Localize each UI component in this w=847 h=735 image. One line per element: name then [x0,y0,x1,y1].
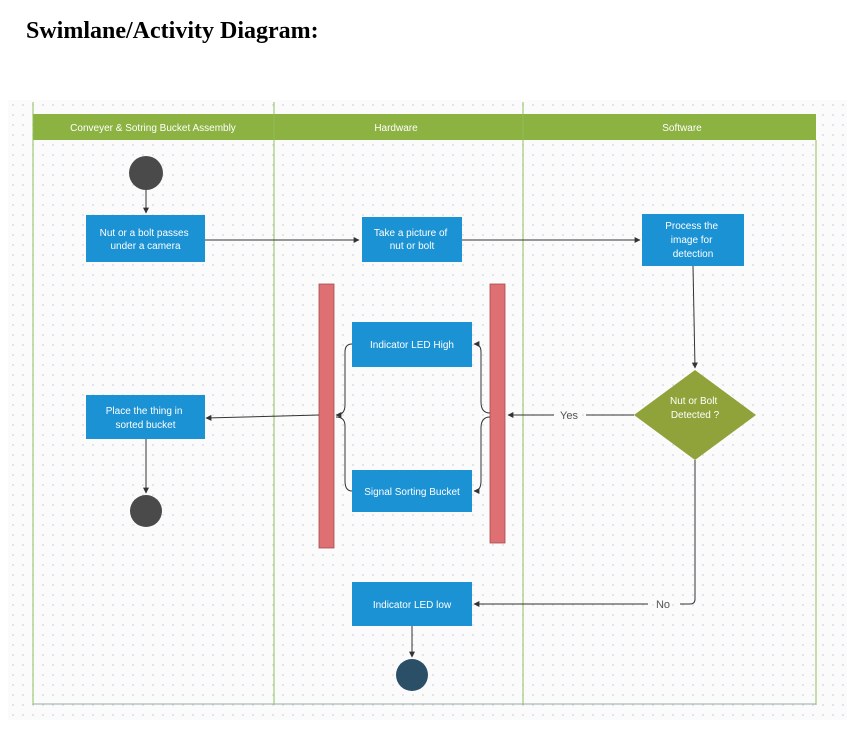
lane-label-assembly: Conveyer & Sotring Bucket Assembly [70,123,236,134]
edge-process-to-decision [691,265,698,369]
edge-signal-to-join [335,416,353,492]
join-bar-left [318,283,335,549]
lane-label-software: Software [662,123,702,134]
svg-text:Nut or Bolt Detected ?: Nut or Bolt Detected ? [670,396,720,421]
edge-join-to-place [205,414,320,421]
nut-passes-line-1: Nut or a bolt passes [100,228,189,239]
edge-label-no: No [656,599,670,611]
take-picture-line-2: nut or bolt [390,241,435,252]
place-thing-line-1: Place the thing in [106,406,183,417]
action-led-high [352,322,472,367]
start-node [129,156,163,190]
svg-text:Process the image for: Process the image for detection [665,221,721,260]
decision-line-2: Detected ? [671,410,720,421]
decision-line-1: Nut or Bolt [670,396,717,407]
diagram-canvas: Conveyer & Sotring Bucket Assembly Hardw… [8,100,847,720]
end-node-left [130,495,162,527]
action-process-image [642,214,744,266]
svg-text:Nut or a bolt passes under: Nut or a bolt passes under a camera [100,228,192,252]
svg-text:Take a picture of nut or b: Take a picture of nut or bolt [374,228,450,252]
led-low-label: Indicator LED low [373,600,452,611]
process-line-2: image for [671,235,713,246]
edge-fork-to-led-high [473,341,491,414]
process-line-3: detection [673,249,714,260]
action-nut-passes [86,215,205,262]
decision-nut-or-bolt [634,370,756,460]
nut-passes-line-2: under a camera [110,241,180,252]
take-picture-line-1: Take a picture of [374,228,448,239]
lane-header-software [523,114,816,140]
edge-led-high-to-join [335,343,353,418]
svg-text:Place the thing in sorted: Place the thing in sorted bucket [106,406,186,431]
process-line-1: Process the [665,221,718,232]
page-title: Swimlane/Activity Diagram: [26,18,319,44]
edge-label-yes: Yes [560,410,578,422]
action-place-thing [86,395,205,439]
led-high-label: Indicator LED High [370,340,454,351]
action-led-low [352,582,472,626]
swimlane-diagram: Conveyer & Sotring Bucket Assembly Hardw… [32,102,817,705]
lane-header-assembly [33,114,274,140]
edge-fork-to-signal [473,416,491,494]
lane-label-hardware: Hardware [374,123,418,134]
signal-bucket-label: Signal Sorting Bucket [364,487,460,498]
lane-header-hardware [274,114,523,140]
edge-no [680,460,696,605]
fork-bar-right [489,283,506,544]
action-take-picture [362,217,462,262]
end-node-center [396,659,428,691]
action-signal-bucket [352,470,472,512]
place-thing-line-2: sorted bucket [115,420,175,431]
